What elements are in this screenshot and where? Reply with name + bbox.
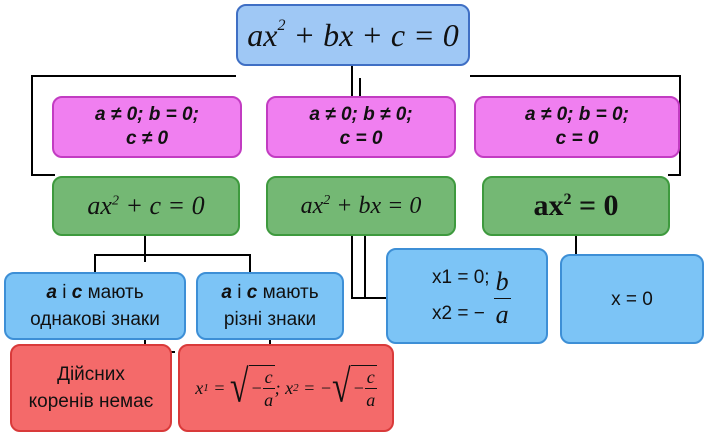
roots-c-sqrt1: √ − c a bbox=[229, 362, 275, 413]
case-1-line1: a ≠ 0; b = 0; bbox=[95, 104, 199, 125]
sign-same-rest: мають bbox=[82, 282, 144, 303]
case-box-1: a ≠ 0; b = 0; c ≠ 0 bbox=[52, 96, 242, 158]
sign-same-line1: а і с мають bbox=[46, 279, 143, 306]
main-equation-ax: ax bbox=[247, 16, 278, 53]
roots-bx-x2: x2 = − bbox=[432, 303, 485, 324]
roots-bx-frac-den: a bbox=[495, 299, 509, 329]
equation-box-2: ax2 + bx = 0 bbox=[266, 176, 456, 236]
equation-1-rest: + c = 0 bbox=[118, 191, 205, 220]
roots-c-num2: c bbox=[364, 367, 377, 389]
sign-diff-a: а bbox=[221, 282, 232, 303]
equation-3-exp: 2 bbox=[563, 191, 572, 208]
roots-c-x1-sub: 1 bbox=[203, 381, 209, 394]
roots-c-frac1: c a bbox=[262, 366, 275, 411]
roots-zero-box: x = 0 bbox=[560, 254, 704, 344]
roots-bx-fraction: b a bbox=[493, 266, 511, 331]
roots-c-num1: c bbox=[262, 367, 275, 389]
no-roots-box: Дійсних коренів немає bbox=[10, 344, 172, 432]
roots-c-eq1: = bbox=[208, 377, 230, 398]
sign-diff-and: і bbox=[231, 282, 247, 303]
roots-bx-x1: x1 = 0; bbox=[432, 267, 490, 288]
case-2-line2: c = 0 bbox=[339, 128, 383, 149]
roots-c-x2-sub: 2 bbox=[293, 381, 299, 394]
equation-3: ax2 = 0 bbox=[533, 189, 618, 223]
case-box-3: a ≠ 0; b = 0; c = 0 bbox=[474, 96, 680, 158]
case-3-line2: c = 0 bbox=[555, 128, 599, 149]
roots-c-den1: a bbox=[264, 390, 274, 410]
sign-diff-rest: мають bbox=[257, 282, 319, 303]
equation-3-rest: = 0 bbox=[571, 189, 619, 222]
main-equation-rest: + bx + c = 0 bbox=[285, 16, 459, 53]
roots-c-frac2: c a bbox=[364, 366, 377, 411]
connector-green2-down bbox=[351, 235, 388, 299]
case-box-2: a ≠ 0; b ≠ 0; c = 0 bbox=[266, 96, 456, 158]
connector-green1-split bbox=[94, 254, 251, 272]
sign-diff-c: с bbox=[246, 282, 258, 303]
sign-same-c: с bbox=[71, 282, 83, 303]
roots-c-sep: ; bbox=[274, 377, 286, 398]
equation-1: ax2 + c = 0 bbox=[87, 191, 204, 221]
no-roots-line1: Дійсних bbox=[57, 364, 125, 385]
main-equation-box: ax2 + bx + c = 0 bbox=[236, 4, 470, 66]
equation-2-exp: 2 bbox=[323, 192, 331, 208]
sign-same-and: і bbox=[56, 282, 72, 303]
roots-c-sqrt2: √ − c a bbox=[331, 362, 377, 413]
connector-top-left bbox=[31, 75, 236, 176]
roots-c-minus1: − bbox=[250, 378, 263, 398]
sign-box-different: а і с мають різні знаки bbox=[196, 272, 344, 340]
equation-2: ax2 + bx = 0 bbox=[301, 193, 422, 220]
sign-box-same: а і с мають однакові знаки bbox=[4, 272, 186, 340]
equation-1-base: ax bbox=[87, 191, 112, 220]
roots-c-eq2: = − bbox=[298, 377, 332, 398]
sign-diff-line1: а і с мають bbox=[221, 279, 318, 306]
no-roots-line2: коренів немає bbox=[28, 391, 154, 412]
equation-box-3: ax2 = 0 bbox=[482, 176, 670, 236]
case-1-line2: c ≠ 0 bbox=[125, 128, 169, 149]
case-2-line1: a ≠ 0; b ≠ 0; bbox=[309, 104, 413, 125]
roots-bx-frac-num: b bbox=[493, 266, 511, 299]
main-equation: ax2 + bx + c = 0 bbox=[247, 17, 458, 54]
roots-c-x1-label: x bbox=[195, 377, 204, 398]
sign-same-a: а bbox=[46, 282, 57, 303]
roots-c-x2-label: x bbox=[285, 377, 294, 398]
roots-bx-box: x1 = 0; x2 = − b a bbox=[386, 248, 548, 344]
equation-2-base: ax bbox=[300, 192, 324, 219]
roots-c-minus2: − bbox=[352, 378, 365, 398]
main-equation-exp: 2 bbox=[277, 16, 286, 34]
sign-diff-line2: різні знаки bbox=[223, 309, 317, 330]
roots-c-den2: a bbox=[366, 390, 376, 410]
connector-top-right bbox=[470, 75, 681, 176]
case-3-line1: a ≠ 0; b = 0; bbox=[525, 104, 629, 125]
equation-1-exp: 2 bbox=[111, 193, 119, 209]
equation-2-rest: + bx = 0 bbox=[330, 192, 422, 219]
equation-3-base: ax bbox=[533, 189, 564, 222]
equation-box-1: ax2 + c = 0 bbox=[52, 176, 240, 236]
roots-zero-text: x = 0 bbox=[611, 288, 653, 310]
sign-same-line2: однакові знаки bbox=[30, 309, 160, 330]
